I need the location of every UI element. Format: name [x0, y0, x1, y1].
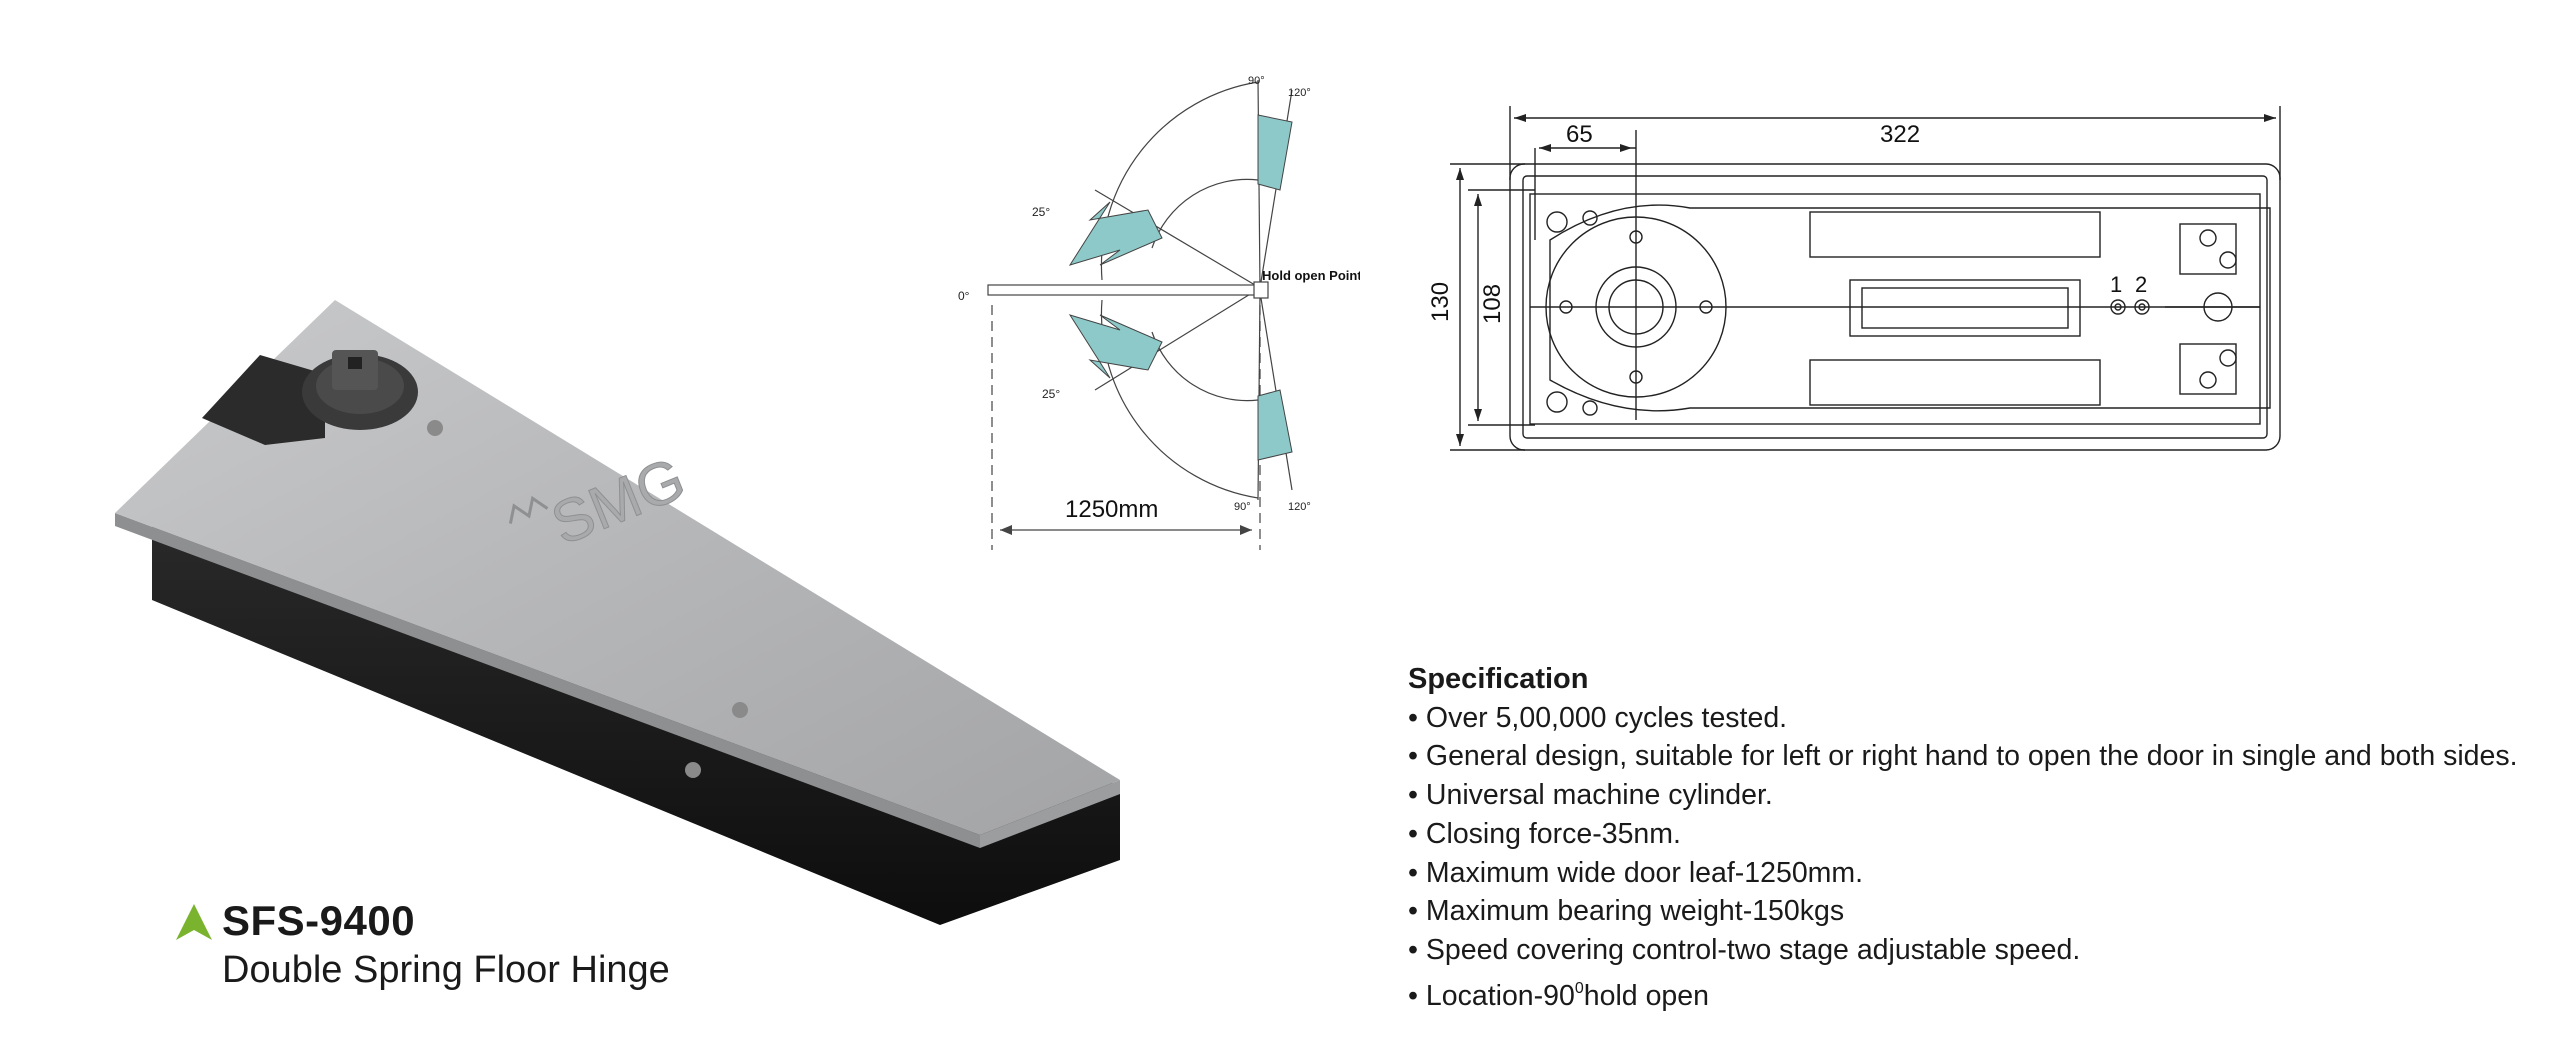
dimension-drawing: 322 65 130 108 1 2	[1427, 106, 2281, 451]
specification-list: Over 5,00,000 cycles tested. General des…	[1408, 699, 2518, 1016]
screw	[427, 420, 443, 436]
angle-25-bottom: 25°	[1042, 387, 1060, 401]
specification-heading: Specification	[1408, 663, 1589, 695]
model-code: SFS-9400	[222, 897, 416, 944]
hold-open-zone-top	[1257, 114, 1293, 191]
spec-item: Closing force-35nm.	[1408, 815, 2518, 854]
spec-item-location: Location-900hold open	[1408, 970, 2518, 1016]
speed-valve-2-label: 2	[2135, 272, 2147, 297]
model-label: SFS-9400 Double Spring Floor Hinge	[176, 897, 670, 992]
product-name: Double Spring Floor Hinge	[222, 949, 670, 991]
spec-item: Speed covering control-two stage adjusta…	[1408, 931, 2518, 970]
inner-width-dimension: 108	[1479, 284, 1506, 324]
pivot-offset-dimension: 65	[1566, 121, 1593, 148]
spindle	[332, 350, 378, 390]
angle-120-bottom: 120°	[1288, 501, 1311, 513]
spec-item: Maximum bearing weight-150kgs	[1408, 892, 2518, 931]
triangle-arrow-icon	[176, 904, 212, 940]
speed-valve-1-label: 1	[2110, 272, 2122, 297]
hold-open-points-label: Hold open Points	[1262, 268, 1360, 283]
screw	[732, 702, 748, 718]
door-width-label: 1250mm	[1065, 496, 1158, 523]
angle-120-top: 120°	[1288, 87, 1311, 99]
product-photo: SMG	[115, 300, 1120, 925]
screw	[685, 762, 701, 778]
spec-location-suffix: hold open	[1583, 979, 1709, 1012]
swing-arrow-bottom	[1068, 314, 1163, 379]
angle-90-bottom: 90°	[1234, 501, 1251, 513]
overall-length-dimension: 322	[1880, 121, 1920, 148]
spec-item: General design, suitable for left or rig…	[1408, 737, 2518, 776]
outer-cover-plate	[1509, 163, 2281, 451]
angle-0: 0°	[958, 289, 970, 303]
spec-item: Universal machine cylinder.	[1408, 776, 2518, 815]
swing-arrow-top	[1068, 201, 1163, 266]
overall-width-dimension: 130	[1427, 282, 1454, 322]
spec-item: Maximum wide door leaf-1250mm.	[1408, 854, 2518, 893]
angle-90-top: 90°	[1248, 75, 1265, 87]
door-swing-diagram: 90° 120° 25° 0° 25° 90° 120° Hold open P…	[958, 75, 1360, 550]
spec-location-prefix: Location-90	[1425, 979, 1575, 1012]
angle-25-top: 25°	[1032, 205, 1050, 219]
specification-section: Specification Over 5,00,000 cycles teste…	[1408, 660, 2518, 1015]
spec-item: Over 5,00,000 cycles tested.	[1408, 699, 2518, 738]
spec-location-degree: 0	[1574, 979, 1584, 997]
hold-open-zone-bottom	[1257, 389, 1293, 461]
